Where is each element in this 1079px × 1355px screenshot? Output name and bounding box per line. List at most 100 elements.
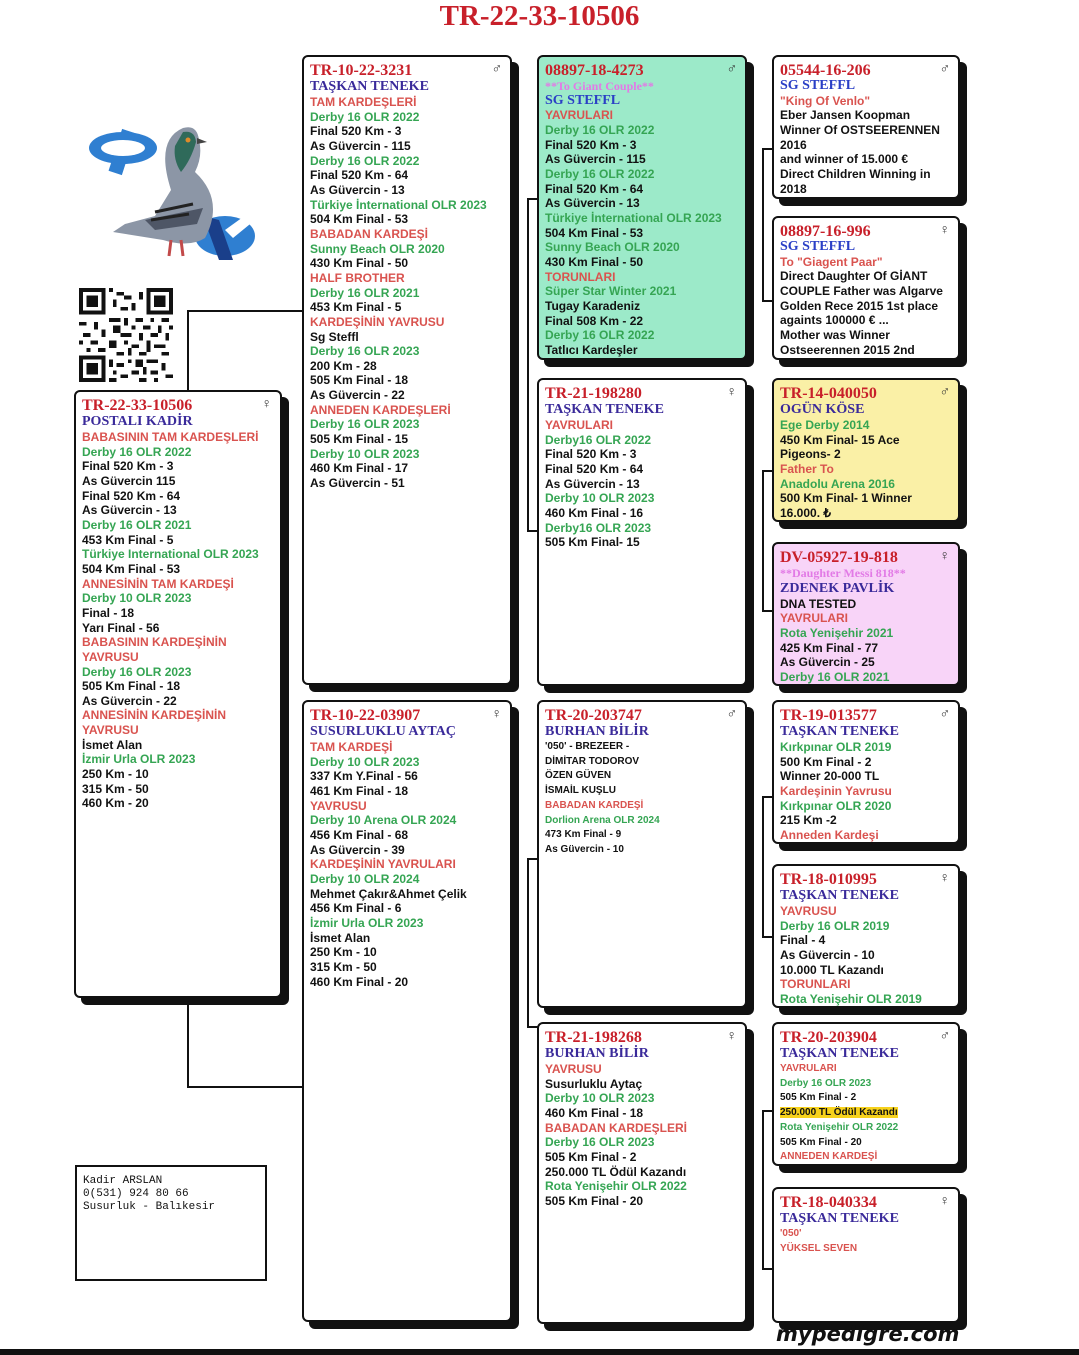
connector-ss-parents (762, 148, 774, 302)
card-line: KARDEŞİNİN YAVRUSU (310, 314, 445, 329)
card-line: KARDEŞİNİN YAVRULARI (310, 857, 456, 872)
card-line: Derby 16 OLR 2019 (780, 918, 890, 933)
card-line: 430 Km Final - 50 (545, 254, 644, 269)
card-line: İzmir Urla OLR 2023 (82, 752, 196, 767)
card-line: 450 Km Final- 15 Ace (780, 432, 900, 447)
ring-number: TR-21-198280 (545, 385, 642, 402)
card-line: 2018 (780, 181, 807, 196)
card-line: 473 Km Final - 9 (545, 829, 622, 841)
card-line: DNA TESTED (780, 596, 857, 611)
card-line: BABADAN KARDEŞİ (545, 799, 644, 811)
card-line: Rota Yenişehir OLR 2022 (780, 1121, 899, 1133)
card-line: SG STEFFL (780, 239, 856, 254)
card-line: As Güvercin - 10 (780, 947, 875, 962)
card-line: As Güvercin - 25 (780, 655, 875, 670)
card-line: Final 520 Km - 3 (310, 124, 402, 139)
card-line: Derby 16 OLR 2022 (310, 153, 420, 168)
card-line: 456 Km Final - 68 (310, 827, 409, 842)
breeder-name: Kadir ARSLAN (83, 1175, 163, 1187)
card-line: YAVRUSU (310, 798, 367, 813)
card-line: SG STEFFL (780, 78, 856, 93)
card-line: İsmet Alan (82, 737, 143, 752)
card-line: TAŞKAN TENEKE (780, 888, 899, 903)
card-line: TAŞKAN TENEKE (780, 1211, 899, 1226)
card-line: Final 520 Km - 3 (82, 459, 174, 474)
card-line: '050' - BREZEER - (545, 741, 630, 752)
card-line: İsmet Alan (310, 930, 371, 945)
card-line: YAVRUSU (82, 723, 139, 738)
card-line: SUSURLUKLU AYTAÇ (310, 724, 456, 739)
card-line: YAVRUSU (545, 1062, 602, 1076)
card-line: 460 Km Final - 17 (310, 461, 409, 476)
ring-number: TR-20-203747 (545, 707, 642, 724)
card-line: SG STEFFL (545, 92, 621, 108)
card-line: Father To (780, 461, 834, 476)
card-line: As Güvercin - 13 (310, 182, 405, 197)
card-line: ANNESİNİN KARDEŞİNİN (82, 708, 227, 723)
card-line: 505 Km Final - 2 (545, 1149, 637, 1164)
card-line: Final - 4 (780, 933, 826, 948)
card-line: TAŞKAN TENEKE (780, 1046, 899, 1061)
card-line: COUPLE Father was Algarve (780, 283, 943, 298)
card-line: Süper Star Winter 2021 (545, 284, 677, 299)
connector-sd-parents (762, 470, 774, 612)
card-line: 505 Km Final - 2 (780, 1092, 857, 1104)
card-line: Anneden Kardeşi (780, 827, 879, 842)
card-line: Final 508 Km - 22 (545, 313, 644, 328)
card-line: **Daughter Messi 818** (780, 566, 906, 580)
card-line: 460 Km Final - 18 (545, 1105, 644, 1120)
card-line: BURHAN BİLİR (545, 1046, 649, 1061)
card-line: 425 Km Final - 77 (780, 640, 879, 655)
ring-number: 05544-16-206 (780, 62, 871, 79)
card-line: Mehmet Çakır&Ahmet Çelik (310, 886, 467, 901)
card-line: Sunny Beach OLR 2020 (545, 240, 680, 255)
card-line: Derby 16 OLR 2022 (82, 444, 192, 459)
male-icon: ♂ (726, 705, 738, 721)
card-line: Derby 16 OLR 2023 (82, 664, 192, 679)
card-line: Derby16 OLR 2023 (545, 520, 652, 535)
pedigree-title: TR-22-33-10506 (439, 0, 640, 32)
card-line: 2016 (780, 137, 807, 152)
connector-sire-parents (527, 198, 539, 532)
card-line: 10.000 TL Kazandı (780, 962, 884, 977)
card-line: Derby 16 OLR 2021 (82, 517, 192, 532)
card-line: Türkiye İnternational OLR 2023 (545, 210, 722, 225)
card-line: Tatlıcı Kardeşler (545, 342, 638, 357)
female-icon: ♀ (939, 547, 951, 563)
female-icon: ♀ (939, 1192, 951, 1208)
card-line: As Güvercin - 22 (82, 693, 177, 708)
card-line: Derby 10 OLR 2023 (310, 446, 420, 461)
card-line: 504 Km Final - 53 (82, 561, 181, 576)
card-line: Türkiye International OLR 2023 (82, 547, 259, 562)
pedigree-card-sss: 05544-16-206♂SG STEFFL"King Of Venlo"Ebe… (772, 55, 960, 199)
card-line: Derby 16 OLR 2022 (545, 328, 655, 343)
pedigree-card-sire-sire: 08897-18-4273♂**To Giant Couple**SG STEF… (537, 55, 747, 360)
ring-number: TR-19-013577 (780, 707, 877, 724)
card-line: 505 Km Final - 15 (310, 432, 409, 447)
card-line: Winner Of OSTSEERENNEN (780, 122, 940, 137)
male-icon: ♂ (939, 705, 951, 721)
card-line: YAVRUSU (780, 904, 837, 918)
card-line: YAVRUSU (82, 649, 139, 664)
card-line: Derby 16 OLR 2021 (780, 669, 890, 684)
ring-number: TR-10-22-3231 (310, 62, 413, 79)
ring-number: TR-18-040334 (780, 1194, 877, 1211)
card-line: Derby 16 OLR 2022 (310, 109, 420, 124)
ring-number: 08897-16-996 (780, 223, 871, 240)
card-line: Direct Children Winning in (780, 166, 931, 181)
pedigree-card-sdd: DV-05927-19-818♀**Daughter Messi 818**ZD… (772, 542, 960, 686)
card-line: **To Giant Couple** (545, 79, 654, 93)
card-line: 500 Km Final- 1 Winner (780, 491, 912, 506)
card-line: Winner 20-000 TL (780, 769, 880, 784)
card-line: 250.000 TL Ödül Kazandı (545, 1164, 687, 1179)
card-line: ANNEDEN KARDEŞİ (780, 1151, 878, 1163)
pedigree-card-ddd: TR-18-040334♀TAŞKAN TENEKE'050'YÜKSEL SE… (772, 1187, 960, 1323)
card-line: Final 520 Km - 64 (545, 181, 644, 196)
card-line: BABADAN KARDEŞİ (310, 226, 429, 241)
